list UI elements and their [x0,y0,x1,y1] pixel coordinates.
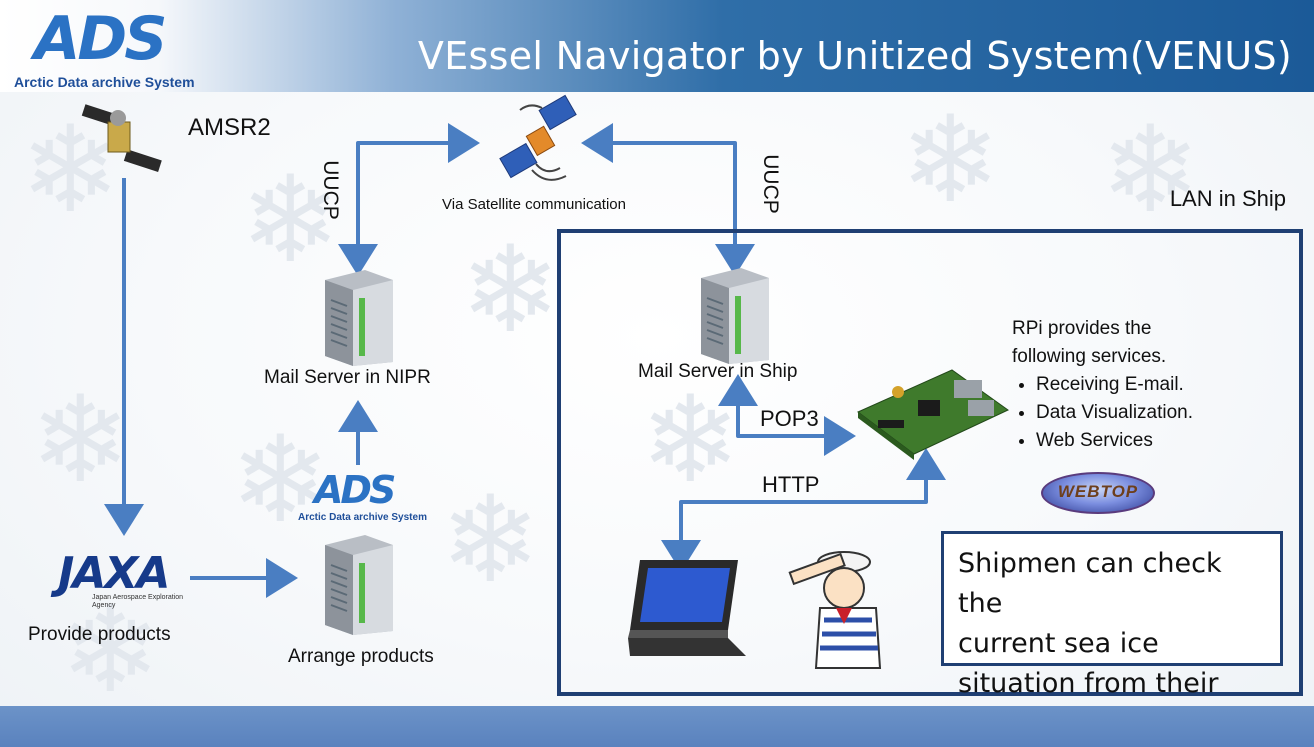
callout-line2: current sea ice [958,628,1159,659]
rpi-services-list: Receiving E-mail. Data Visualization. We… [1012,371,1193,455]
arrange-products-label: Arrange products [288,646,434,667]
title-bar: ADS Arctic Data archive System VEssel Na… [0,0,1314,92]
sailor-with-telescope-icon [788,551,882,669]
mail-server-ship-icon [695,268,775,369]
jaxa-logo-letters: JAXA [58,548,170,599]
rpi-intro-line1: RPi provides the [1012,318,1152,339]
laptop-icon [628,560,746,656]
jaxa-logo: JAXA Japan Aerospace Exploration Agency [58,548,198,612]
ads-logo-letters: ADS [34,4,167,74]
mail-server-ship-label: Mail Server in Ship [638,361,798,382]
snowflake-decoration: ❄ [20,103,121,237]
snowflake-decoration: ❄ [230,413,331,547]
mail-server-nipr-icon [319,270,399,371]
footer-bar [0,706,1314,747]
rpi-service-item: Receiving E-mail. [1036,371,1193,399]
ads-small-logo: ADS Arctic Data archive System [296,468,436,530]
rpi-service-item: Web Services [1036,427,1193,455]
snowflake-decoration: ❄ [240,153,341,287]
shipmen-callout-box: Shipmen can check the current sea ice si… [941,531,1283,739]
lan-in-ship-label: LAN in Ship [1169,186,1286,211]
ads-server-icon [319,535,399,640]
snowflake-decoration: ❄ [30,373,131,507]
callout-line1: Shipmen can check the [958,548,1222,619]
snowflake-decoration: ❄ [440,473,541,607]
communication-satellite-icon [499,94,577,181]
slide-title: VEssel Navigator by Unitized System(VENU… [417,34,1292,78]
arrow-http [661,448,946,572]
raspberry-pi-board-icon [857,369,1009,460]
rpi-services-text: RPi provides the following services. Rec… [1012,315,1193,455]
arrow-pop3 [718,374,856,456]
snowflake-decoration: ❄ [900,93,1001,227]
arrow-uucp-left [338,123,480,276]
lan-in-ship-frame [557,229,1303,696]
jaxa-logo-caption: Japan Aerospace Exploration Agency [92,594,184,609]
ads-small-logo-letters: ADS [314,468,396,512]
ads-logo-caption: Arctic Data archive System [14,74,195,90]
earth-observation-satellite-icon [81,104,162,172]
pop3-label: POP3 [760,406,819,431]
amsr2-label: AMSR2 [188,114,271,141]
mail-server-nipr-label: Mail Server in NIPR [264,367,431,388]
webtop-logo-text: WEBTOP [1057,482,1139,501]
snowflake-decoration: ❄ [60,583,161,717]
snowflake-decoration: ❄ [1100,103,1201,237]
satellite-communication-label: Via Satellite communication [442,196,626,213]
rpi-intro-line2: following services. [1012,346,1167,367]
provide-products-label: Provide products [28,624,171,645]
webtop-logo: WEBTOP [1041,472,1155,514]
http-label: HTTP [762,472,820,497]
rpi-service-item: Data Visualization. [1036,399,1193,427]
ads-small-logo-caption: Arctic Data archive System [298,512,427,523]
uucp-left-label: UUCP [318,160,342,220]
uucp-right-label: UUCP [758,154,782,214]
ads-header-logo: ADS Arctic Data archive System [14,4,214,90]
arrow-uucp-right [581,123,755,276]
